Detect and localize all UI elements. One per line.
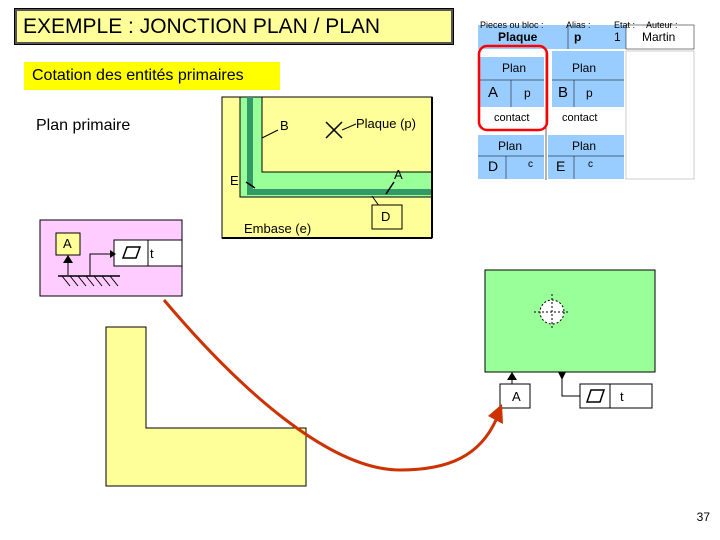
table-contact-2: contact: [562, 112, 598, 124]
label-B: B: [280, 118, 289, 133]
table-values-cell: [625, 24, 695, 50]
table-letter-p1: p: [524, 86, 531, 100]
yellow-l-part: [105, 326, 307, 487]
table-plan-label-1: Plan: [502, 61, 527, 75]
table-contact-1: contact: [494, 112, 530, 124]
label-D: D: [381, 209, 391, 224]
red-highlight: [477, 44, 549, 132]
flatness-icon-right: [585, 389, 606, 403]
datum-a-box-right: [499, 383, 531, 409]
subtitle: Cotation des entités primaires: [24, 62, 280, 90]
green-plate-part: [484, 269, 656, 373]
tol-value-cell: [147, 239, 183, 267]
table-letter-A: A: [488, 84, 499, 101]
table-value-etat: 1: [614, 30, 621, 44]
table-header-piece: Pieces ou bloc :: [480, 20, 544, 30]
tol-value-cell-right: [609, 383, 653, 409]
table-value-plaque: Plaque: [498, 30, 538, 44]
table-header-auteur: Auteur :: [646, 20, 678, 30]
table-plan-right: [552, 51, 624, 107]
table-letter-c2: c: [588, 159, 593, 170]
tol-symbol-cell-right: [579, 383, 611, 409]
table-letter-c1: c: [528, 159, 533, 170]
plaque-label: Plaque (p): [356, 116, 416, 131]
tol-symbol-cell: [113, 239, 149, 267]
right-frame-tol: t: [620, 389, 624, 404]
table-plan-bottom-right: [548, 135, 624, 179]
page-title: EXEMPLE : JONCTION PLAN / PLAN: [14, 8, 454, 45]
table-value-auteur: Martin: [642, 30, 676, 44]
left-frame-tol: t: [150, 246, 154, 261]
table-letter-E: E: [556, 158, 566, 174]
table-value-alias: p: [574, 30, 582, 44]
arrow-head-icon: [488, 404, 503, 424]
right-frame-ref: A: [512, 389, 521, 404]
label-A-assembly: A: [394, 167, 403, 182]
entity-table: Pieces ou bloc : Alias : Etat : Auteur :…: [476, 8, 696, 180]
entity-table-grid: [477, 24, 695, 180]
table-letter-B: B: [558, 84, 569, 101]
table-header-etat: Etat :: [614, 20, 636, 30]
contact-edges: [247, 97, 432, 195]
left-frame-ref: A: [63, 236, 72, 251]
table-plan-label-2: Plan: [572, 61, 597, 75]
transfer-arrow: [162, 299, 498, 472]
d-label-box: [371, 204, 403, 230]
table-plan-label-4: Plan: [572, 139, 597, 153]
flatness-icon: [121, 246, 142, 259]
page-number: 37: [696, 510, 710, 524]
plan-primaire-label: Plan primaire: [36, 117, 131, 134]
table-header-alias: Alias :: [566, 20, 591, 30]
ground-hatch: [61, 275, 119, 287]
label-E: E: [230, 173, 239, 188]
embase-label: Embase (e): [244, 221, 312, 236]
table-letter-p2: p: [586, 86, 593, 100]
table-letter-D: D: [488, 158, 499, 174]
table-plan-bottom-left: [478, 135, 544, 179]
table-plan-label-3: Plan: [498, 139, 523, 153]
